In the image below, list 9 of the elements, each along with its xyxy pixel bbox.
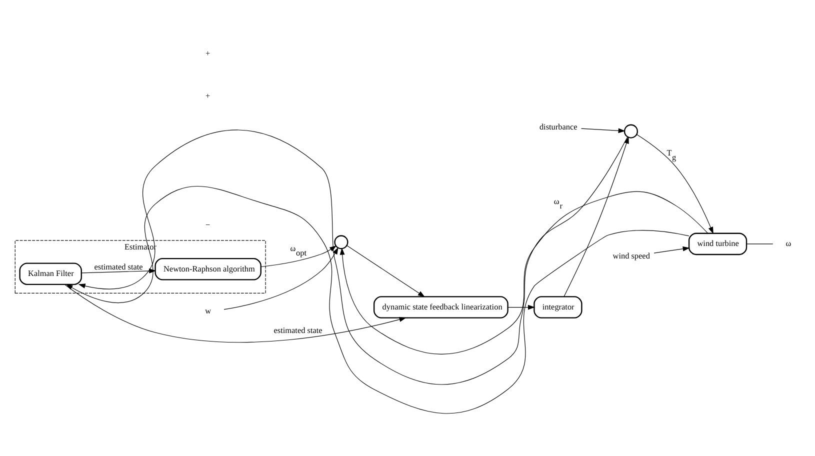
node-text: ω [786, 238, 792, 248]
node-text: disturbance [539, 122, 578, 131]
label: − [205, 220, 210, 229]
node-text: wind speed [612, 250, 650, 260]
label: + [205, 90, 210, 100]
node-text: w [205, 306, 212, 316]
label: + [205, 48, 210, 58]
edge-label: estimated state [274, 326, 322, 335]
edge-label: estimated state [94, 262, 143, 271]
